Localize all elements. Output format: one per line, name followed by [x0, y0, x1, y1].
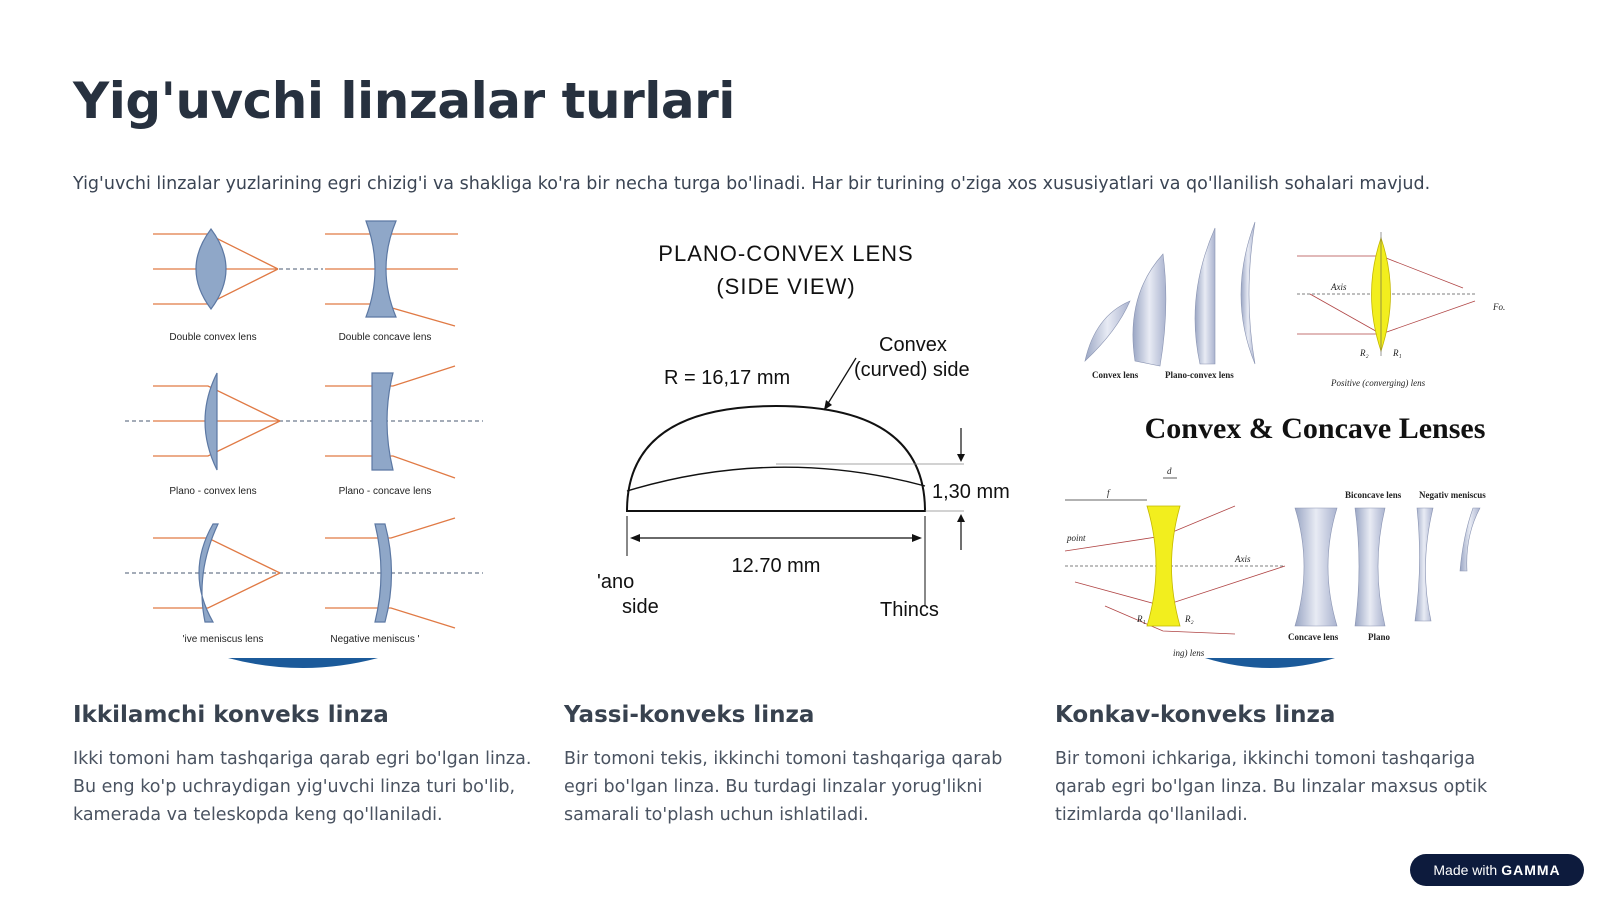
card-title: Konkav-konveks linza	[1055, 702, 1336, 728]
label-plano-convex: Plano - convex lens	[169, 486, 256, 497]
plano-convex-lens: Plano - convex lens	[125, 372, 483, 497]
label-biconcave: Biconcave lens	[1345, 490, 1402, 500]
lens-types-diagram: .lens { fill: #8fa7c8; stroke: #5c78a3; …	[125, 220, 483, 668]
label-plano-concave: Plano - concave lens	[339, 486, 432, 497]
card-title: Ikkilamchi konveks linza	[73, 702, 389, 728]
label-double-convex: Double convex lens	[169, 332, 256, 343]
convex-concave-diagram: .sm { font-size: 9px; font-style: italic…	[1064, 221, 1505, 668]
d-label: d	[1167, 466, 1172, 476]
card-text: Ikki tomoni ham tashqariga qarab egri bo…	[73, 749, 532, 825]
diameter-label: 12.70 mm	[732, 555, 821, 577]
r2-top-label: R₂	[1359, 348, 1369, 358]
point-label: point	[1066, 533, 1086, 543]
label-concave-lens: Concave lens	[1288, 632, 1339, 642]
diagram-heading-2: (SIDE VIEW)	[716, 274, 855, 299]
diverging-lens-label: ing) lens	[1173, 648, 1205, 658]
axis-bottom-label: Axis	[1234, 554, 1251, 564]
gamma-logo: GAMMA	[1501, 862, 1561, 878]
positive-meniscus-lens: 'ive meniscus lens	[125, 523, 483, 645]
plano-label-2: side	[622, 596, 659, 618]
thickness-label: 1,30 mm	[932, 481, 1010, 503]
fo-label: Fo.	[1492, 302, 1505, 312]
plano-convex-diagram: PLANO-CONVEX LENS (SIDE VIEW) R = 16,17 …	[597, 241, 1010, 621]
convex-label-2: (curved) side	[854, 359, 970, 381]
convex-lens-shapes: Convex lens Plano-convex lens	[1084, 221, 1256, 380]
page-title: Yig'uvchi linzalar turlari	[73, 72, 735, 130]
decorative-arc	[228, 658, 378, 668]
card-title: Yassi-konveks linza	[564, 702, 815, 728]
label-positive-meniscus: 'ive meniscus lens	[183, 634, 264, 645]
card-text: Bir tomoni tekis, ikkinchi tomoni tashqa…	[564, 749, 1003, 825]
card-text: Bir tomoni ichkariga, ikkinchi tomoni ta…	[1055, 749, 1488, 825]
badge-text: Made with	[1433, 862, 1498, 878]
double-concave-lens: Double concave lens	[325, 220, 458, 343]
plano-convex-lens-shape	[625, 404, 927, 512]
r2-bottom-label: R₂	[1184, 614, 1194, 624]
axis-top-label: Axis	[1330, 282, 1347, 292]
concave-lens-diagram: f d point Axis R₁ R₂ ing) lens	[1064, 466, 1286, 658]
concave-lens-shapes: Biconcave lens Negativ meniscus Concave …	[1288, 490, 1486, 642]
label-plano-convex-lens: Plano-convex lens	[1165, 370, 1234, 380]
thin-label: Thincs	[880, 599, 939, 621]
positive-lens-diagram: Axis Fo. R₂ R₁ Positive (converging) len…	[1297, 232, 1505, 388]
radius-label: R = 16,17 mm	[664, 367, 790, 389]
diagram-heading: Convex & Concave Lenses	[1145, 412, 1486, 445]
plano-concave-lens: Plano - concave lens	[325, 365, 456, 497]
label-double-concave: Double concave lens	[339, 332, 432, 343]
label-plano: Plano	[1368, 632, 1391, 642]
page-subtitle: Yig'uvchi linzalar yuzlarining egri chiz…	[73, 174, 1431, 194]
f-label: f	[1107, 488, 1111, 498]
decorative-arc	[1205, 658, 1335, 668]
plano-label-1: 'ano	[597, 571, 634, 593]
label-convex-lens: Convex lens	[1092, 370, 1139, 380]
convex-label-1: Convex	[879, 334, 947, 356]
diagram-heading-1: PLANO-CONVEX LENS	[658, 241, 913, 266]
r1-bottom-label: R₁	[1136, 614, 1146, 624]
made-with-gamma-badge[interactable]: Made with GAMMA	[1410, 854, 1584, 886]
label-negative-meniscus: Negative meniscus '	[330, 634, 419, 645]
label-negative-meniscus: Negativ meniscus	[1419, 490, 1486, 500]
negative-meniscus-lens: Negative meniscus '	[325, 517, 456, 645]
positive-lens-label: Positive (converging) lens	[1330, 378, 1426, 388]
double-convex-lens: Double convex lens	[153, 227, 323, 343]
r1-top-label: R₁	[1392, 348, 1402, 358]
